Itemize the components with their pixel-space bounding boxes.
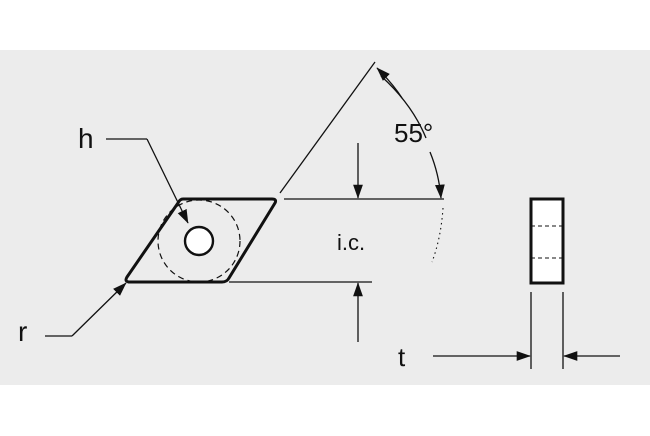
t-dimension	[433, 292, 620, 369]
insert-side-view	[529, 197, 565, 285]
label-h: h	[78, 123, 94, 154]
label-r: r	[18, 316, 27, 347]
inscribed-circle	[157, 199, 241, 283]
label-angle: 55°	[394, 118, 433, 148]
center-hole	[183, 225, 215, 257]
r-leader	[45, 282, 127, 337]
angle-arc	[376, 67, 445, 263]
extension-lines	[229, 61, 444, 283]
h-leader	[106, 138, 189, 224]
insert-rhombus	[124, 197, 278, 284]
label-ic: i.c.	[337, 230, 365, 255]
label-t: t	[398, 342, 406, 372]
